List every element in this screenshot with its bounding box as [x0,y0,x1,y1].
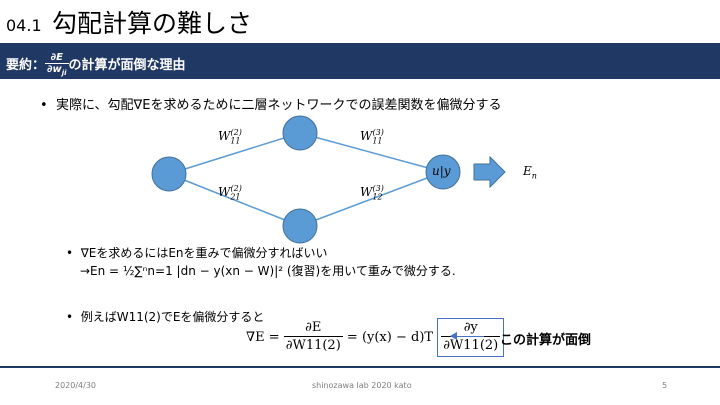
bullet-dot: • [66,246,81,260]
summary-fraction: ∂E∂wji [45,52,69,79]
edge-in1-h1 [168,132,301,175]
callout-arrow-icon [450,332,484,340]
weight-label-w11-3: W11(3) [360,128,394,145]
eq-fraction-1: ∂E∂W11(2) [283,320,343,355]
w-base: W [218,129,231,143]
callout-text: この計算が面倒 [500,333,592,348]
en-base: E [523,164,532,178]
output-node [425,154,461,190]
bullet-2-line-2: →En = ½∑ⁿn=1 |dn − y(xn − W)|² (復習)を用いて重… [80,264,456,278]
bullet-dot: • [66,310,81,324]
bullet-3-text: 例えばW11(2)でEを偏微分すると [80,310,265,324]
input-node [151,156,187,192]
eq-f1-den: ∂W11(2) [283,336,343,353]
en-sub: n [531,171,537,181]
w-base: W [360,185,373,199]
fraction-numerator: ∂E [50,52,63,63]
hidden-node-1 [282,115,318,151]
w-sup: (3) [372,128,384,137]
edge-in1-h2 [168,173,301,227]
w-sup: (3) [372,184,384,193]
bullet-3: • 例えばW11(2)でEを偏微分すると [66,308,264,325]
eq-f1-num: ∂E [305,320,322,335]
footer-divider [0,366,720,368]
bullet-2-line-1: ∇Eを求めるにはEnを重みで偏微分すればいい [80,246,328,260]
summary-label: 要約： [6,58,46,73]
eq-mid: = (y(x) − d)T [346,330,434,345]
weight-label-w11-2: W11(2) [218,128,252,145]
weight-label-w12-3: W12(3) [360,184,394,201]
weight-label-w21-2: W21(2) [218,184,252,201]
section-number: 04.1 [6,16,42,35]
edge-h2-out [299,171,444,227]
eq-highlight-box: ∂y∂W11(2) [437,318,505,357]
bullet-dot: • [40,98,56,113]
page-number: 5 [662,381,668,390]
footer-date: 2020/4/30 [55,381,97,390]
eq-lhs: ∇E = [246,330,280,345]
den-base: ∂w [47,64,62,75]
w-sup: (2) [230,184,242,193]
fraction-denominator: ∂wji [45,63,69,79]
bullet-2: • ∇Eを求めるにはEnを重みで偏微分すればいい [66,244,328,261]
error-label: En [523,164,537,180]
hidden-node-2 [282,208,318,244]
edge-h1-out [299,132,444,173]
w-base: W [218,185,231,199]
output-node-label: u|y [432,164,451,178]
w-sub: 11 [230,136,241,146]
den-sub: ji [61,69,67,77]
bullet-1: • 実際に、勾配∇Eを求めるために二層ネットワークでの誤差関数を偏微分する [40,94,501,113]
eq-f2-num: ∂y [463,320,478,335]
w-base: W [360,129,373,143]
summary-rest: の計算が面倒な理由 [68,58,186,73]
w-sub: 21 [230,192,241,202]
bullet-1-text: 実際に、勾配∇Eを求めるために二層ネットワークでの誤差関数を偏微分する [55,98,502,113]
title-text: 勾配計算の難しさ [52,9,253,38]
w-sub: 12 [372,192,383,202]
w-sup: (2) [230,128,242,137]
w-sub: 11 [372,136,383,146]
gradient-equation: ∇E = ∂E∂W11(2) = (y(x) − d)T ∂y∂W11(2) [246,318,505,357]
footer-center: shinozawa lab 2020 kato [312,381,412,390]
output-arrow-icon [473,155,506,189]
